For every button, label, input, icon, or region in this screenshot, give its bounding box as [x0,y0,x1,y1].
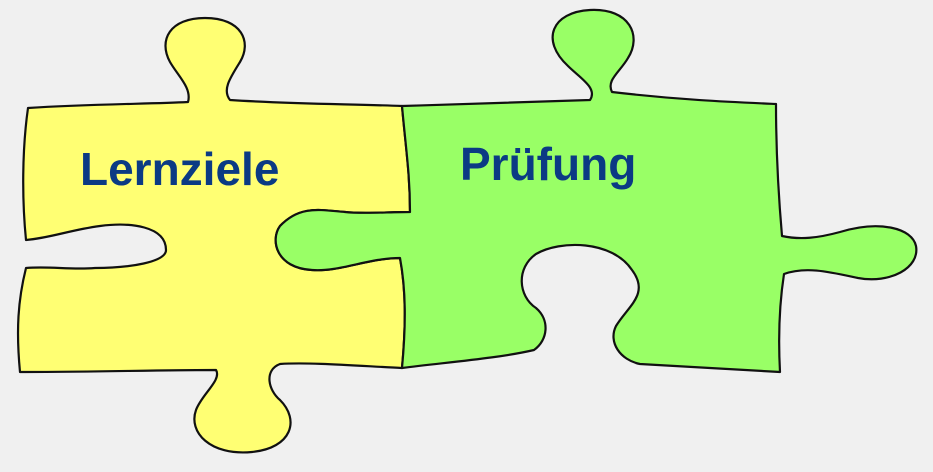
label-pruefung: Prüfung [460,138,637,190]
label-lernziele: Lernziele [80,143,280,195]
puzzle-piece-right [274,8,918,374]
